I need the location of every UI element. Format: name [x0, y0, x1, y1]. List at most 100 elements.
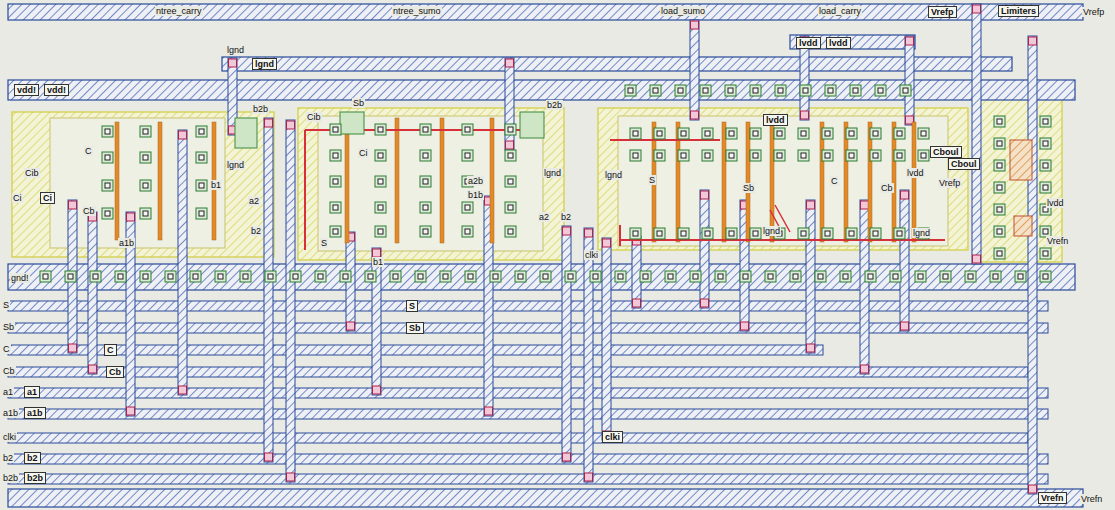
contact-cut	[1040, 138, 1051, 149]
contact-core	[657, 153, 662, 158]
contact-cut	[894, 150, 905, 161]
contact-core	[1043, 185, 1048, 190]
contact-core	[105, 183, 110, 188]
contact-cut	[822, 150, 833, 161]
contact-cut	[865, 271, 876, 282]
contact-core	[921, 153, 926, 158]
contact-cut	[994, 182, 1005, 193]
signal-label: lgnd	[762, 226, 781, 236]
contact-core	[801, 231, 806, 236]
contact-core	[378, 153, 383, 158]
contact-cut	[822, 128, 833, 139]
contact-core	[293, 274, 298, 279]
contact-core	[368, 274, 373, 279]
via	[633, 299, 641, 307]
contact-cut	[140, 126, 151, 137]
contact-core	[199, 183, 204, 188]
contact-core	[728, 88, 733, 93]
contact-core	[628, 88, 633, 93]
contact-core	[378, 179, 383, 184]
contact-cut	[798, 228, 809, 239]
via	[506, 59, 514, 67]
contact-core	[633, 131, 638, 136]
contact-cut	[1040, 248, 1051, 259]
cell-well	[598, 108, 968, 250]
via	[901, 322, 909, 330]
contact-core	[423, 127, 428, 132]
contact-cut	[765, 271, 776, 282]
contact-core	[318, 274, 323, 279]
contact-cut	[750, 85, 761, 96]
signal-label: vdd!	[14, 84, 39, 96]
signal-label: Sb	[2, 322, 15, 332]
contact-cut	[774, 128, 785, 139]
contact-core	[508, 229, 513, 234]
contact-core	[105, 129, 110, 134]
via	[563, 227, 571, 235]
contact-core	[143, 211, 148, 216]
signal-label: Sb	[352, 98, 365, 108]
contact-cut	[965, 271, 976, 282]
signal-label: Sb	[406, 322, 424, 334]
signal-label: a1b	[24, 407, 46, 419]
contact-core	[825, 153, 830, 158]
contact-core	[633, 153, 638, 158]
contact-core	[143, 129, 148, 134]
via	[603, 239, 611, 247]
contact-core	[199, 211, 204, 216]
contact-cut	[40, 271, 51, 282]
signal-label: Cb	[880, 183, 894, 193]
vertical-wire	[860, 200, 869, 374]
contact-cut	[1040, 271, 1051, 282]
contact-core	[777, 153, 782, 158]
contact-core	[997, 141, 1002, 146]
signal-label: b2b	[2, 473, 19, 483]
poly-gate	[912, 122, 916, 242]
contact-cut	[375, 150, 386, 161]
contact-core	[105, 155, 110, 160]
contact-core	[818, 274, 823, 279]
contact-cut	[725, 85, 736, 96]
signal-label: load_sumo	[660, 6, 706, 16]
poly-gate	[820, 122, 824, 242]
contact-core	[753, 153, 758, 158]
contact-cut	[215, 271, 226, 282]
contact-cut	[678, 128, 689, 139]
contact-core	[618, 274, 623, 279]
contact-core	[333, 205, 338, 210]
contact-core	[849, 153, 854, 158]
via	[801, 111, 809, 119]
contact-core	[218, 274, 223, 279]
contact-core	[333, 127, 338, 132]
signal-label: a2b	[467, 176, 484, 186]
vertical-wire	[1028, 36, 1037, 494]
contact-core	[897, 231, 902, 236]
contact-cut	[290, 271, 301, 282]
contact-cut	[462, 202, 473, 213]
diffusion-tap	[340, 112, 364, 134]
contact-cut	[140, 152, 151, 163]
via	[973, 255, 981, 263]
contact-core	[825, 231, 830, 236]
contact-cut	[994, 160, 1005, 171]
contact-cut	[1040, 160, 1051, 171]
signal-label: Cib	[306, 112, 322, 122]
via	[973, 5, 981, 13]
contact-core	[465, 127, 470, 132]
contact-core	[518, 274, 523, 279]
metal-trace	[305, 130, 945, 250]
contact-cut	[726, 228, 737, 239]
contact-core	[333, 229, 338, 234]
contact-core	[508, 205, 513, 210]
lgnd-rail	[222, 57, 1012, 71]
poly-gate	[115, 122, 119, 240]
contact-cut	[994, 138, 1005, 149]
contact-core	[681, 131, 686, 136]
via	[287, 121, 295, 129]
signal-label: Cb	[106, 366, 124, 378]
signal-label: b2	[24, 452, 41, 464]
contact-core	[1018, 274, 1023, 279]
contact-cut	[330, 226, 341, 237]
via	[861, 365, 869, 373]
via	[69, 344, 77, 352]
